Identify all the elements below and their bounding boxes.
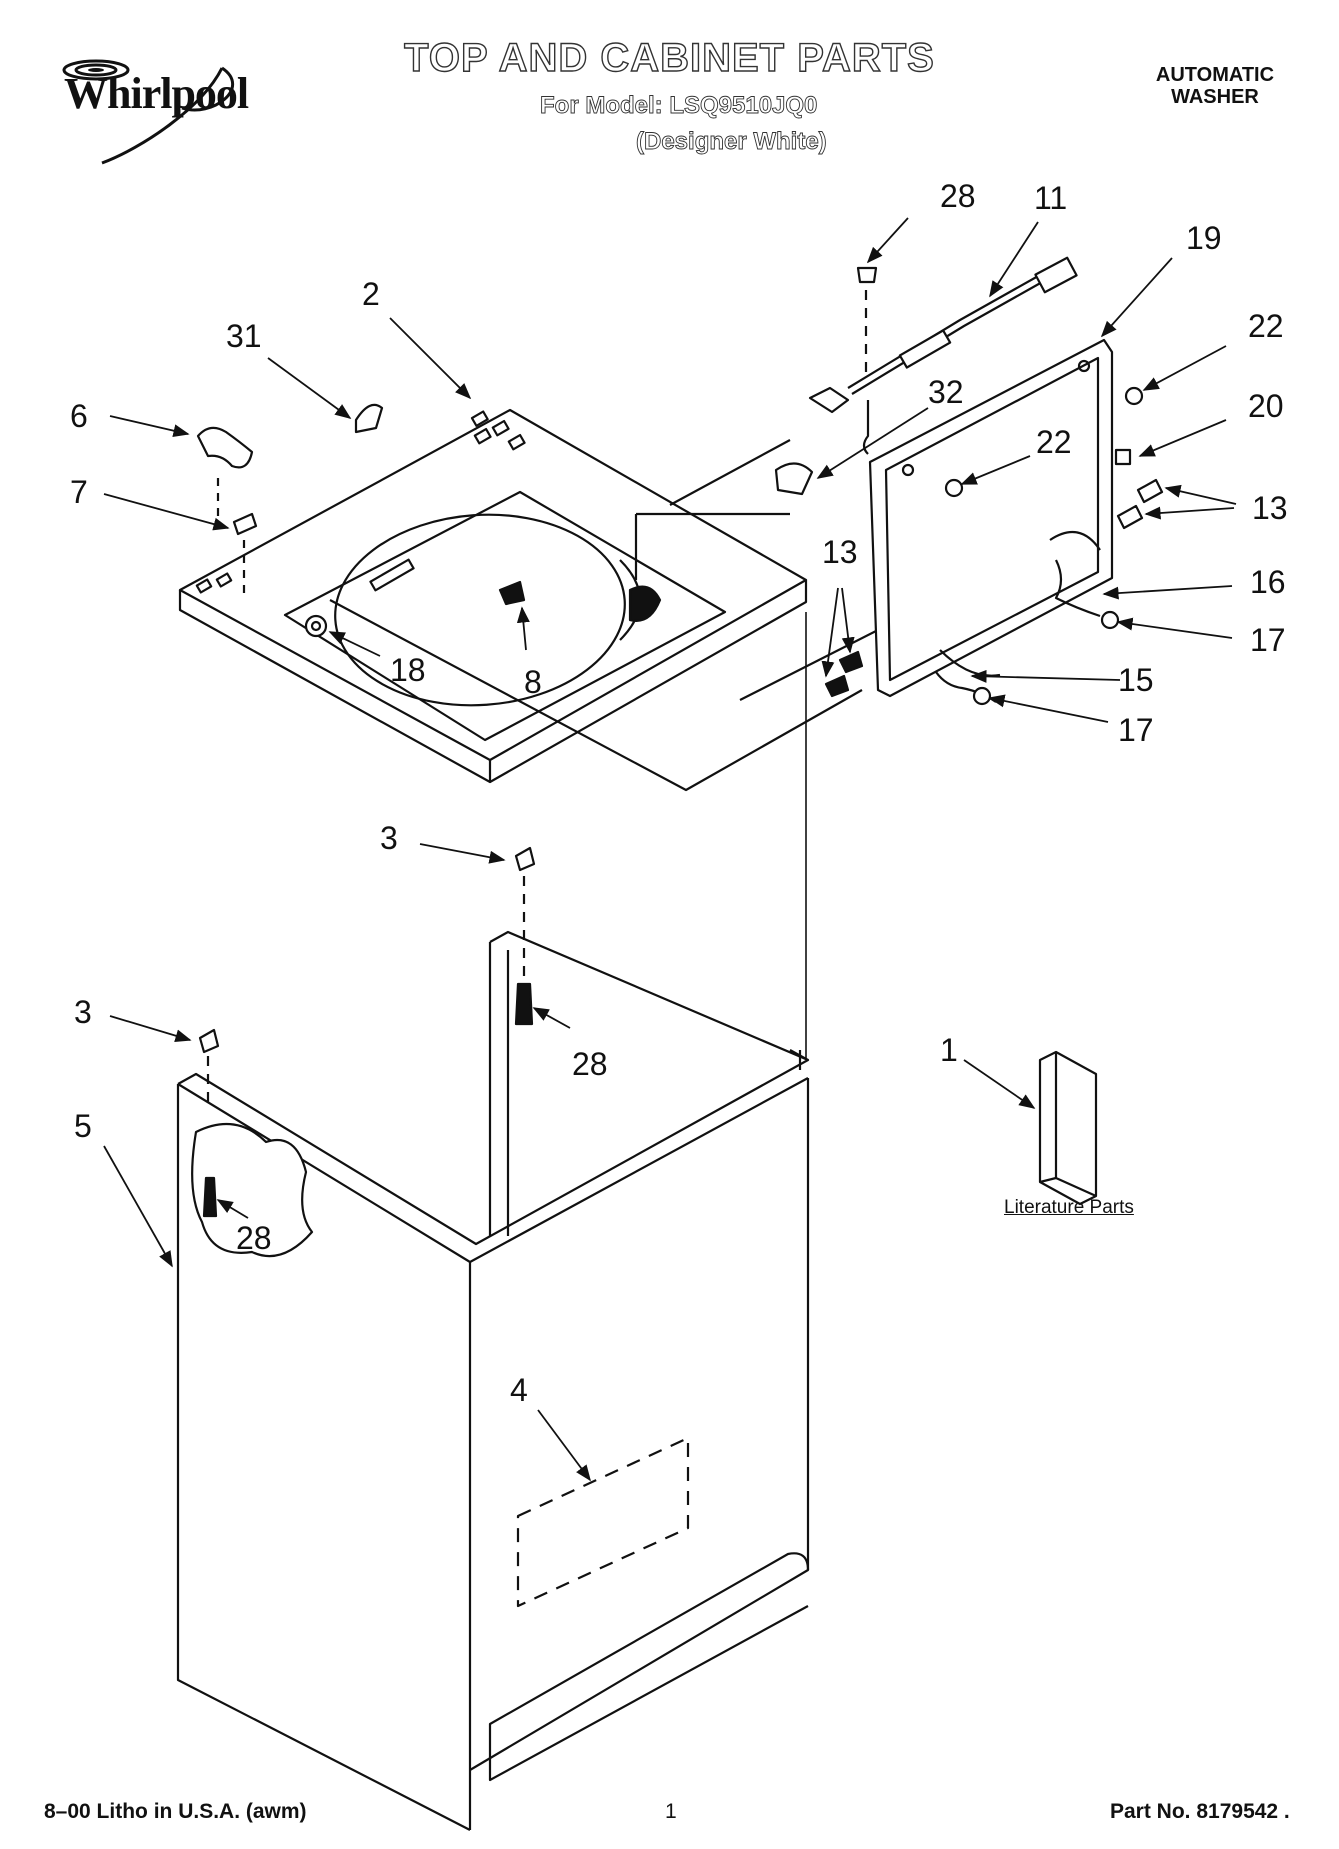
callout-18: 18 bbox=[390, 652, 426, 688]
callout-16: 16 bbox=[1250, 564, 1286, 600]
callout-19: 19 bbox=[1186, 220, 1222, 256]
whirlpool-logo bbox=[52, 48, 282, 173]
part-number: Part No. 8179542 . bbox=[1110, 1800, 1290, 1823]
brand-wordmark: Whirlpool bbox=[64, 69, 249, 118]
model-color: (Designer White) bbox=[636, 128, 828, 156]
callout-leaders bbox=[103, 217, 1237, 1482]
wire-harness bbox=[808, 256, 1078, 455]
callout-22: 22 bbox=[1036, 424, 1072, 460]
washer-cabinet bbox=[176, 612, 810, 1831]
callout-28: 28 bbox=[236, 1220, 272, 1256]
callout-8: 8 bbox=[524, 664, 542, 700]
callout-5: 5 bbox=[74, 1108, 92, 1144]
product-type-line-1: AUTOMATIC bbox=[1155, 64, 1275, 86]
callout-17: 17 bbox=[1118, 712, 1154, 748]
callout-13: 13 bbox=[1252, 490, 1288, 526]
callout-22: 22 bbox=[1248, 308, 1284, 344]
small-parts bbox=[196, 386, 1164, 706]
callout-28: 28 bbox=[572, 1046, 608, 1082]
callout-32: 32 bbox=[928, 374, 964, 410]
console-back-panel bbox=[868, 338, 1114, 698]
callout-4: 4 bbox=[510, 1372, 528, 1408]
product-type: AUTOMATIC WASHER bbox=[1150, 64, 1280, 108]
callout-1: 1 bbox=[940, 1032, 958, 1068]
product-type-line-2: WASHER bbox=[1171, 86, 1259, 108]
corner-brackets bbox=[198, 846, 536, 1110]
callout-6: 6 bbox=[70, 398, 88, 434]
callout-11: 11 bbox=[1034, 180, 1068, 216]
callout-3: 3 bbox=[74, 994, 92, 1030]
callout-7: 7 bbox=[70, 474, 88, 510]
callout-17: 17 bbox=[1250, 622, 1286, 658]
callout-3: 3 bbox=[380, 820, 398, 856]
literature-parts-label: Literature Parts bbox=[1004, 1197, 1134, 1218]
callout-31: 31 bbox=[226, 318, 262, 354]
washer-top-lid bbox=[178, 408, 879, 792]
page-title: TOP AND CABINET PARTS bbox=[403, 35, 935, 80]
model-number: For Model: LSQ9510JQ0 bbox=[540, 92, 818, 120]
callout-15: 15 bbox=[1118, 662, 1154, 698]
callout-2: 2 bbox=[362, 276, 380, 312]
callout-20: 20 bbox=[1248, 388, 1284, 424]
callout-13: 13 bbox=[822, 534, 858, 570]
page-number: 1 bbox=[665, 1800, 677, 1823]
callout-28: 28 bbox=[940, 178, 976, 214]
literature-parts-booklet bbox=[1038, 1050, 1098, 1206]
print-info: 8–00 Litho in U.S.A. (awm) bbox=[44, 1800, 307, 1823]
